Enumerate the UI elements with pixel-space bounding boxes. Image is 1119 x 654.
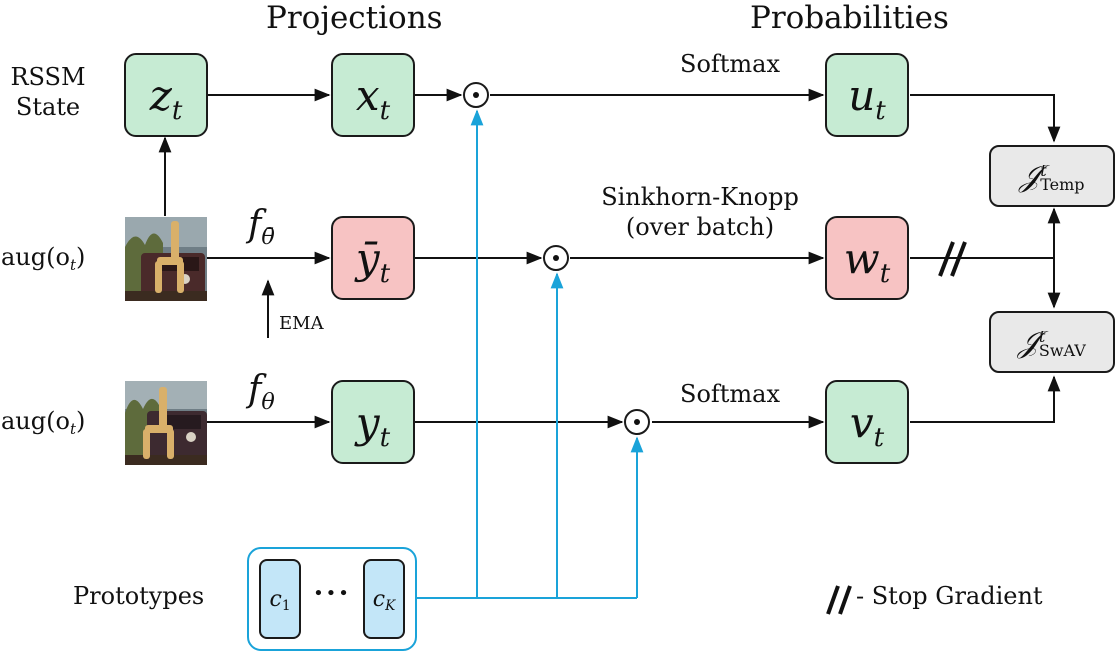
loss-swav-base: 𝒥	[1018, 324, 1039, 360]
node-x-symbol: xt	[355, 70, 390, 126]
node-x-base: x	[355, 70, 380, 120]
prototype-cK: cK	[363, 559, 405, 639]
loss-temp-base: 𝒥	[1019, 158, 1041, 194]
node-x-sub: t	[379, 95, 391, 126]
node-y-bar-base: ȳ	[355, 233, 380, 283]
rssm-line1: RSSM	[10, 63, 86, 91]
node-y-bar-sub: t	[379, 258, 391, 289]
node-y-bar-symbol: ȳt	[355, 233, 390, 289]
sinkhorn-line1: Sinkhorn-Knopp	[601, 183, 799, 211]
stop-gradient-mark-a	[938, 241, 955, 277]
node-v-symbol: vt	[849, 397, 884, 453]
rssm-state-label: RSSM State	[5, 62, 91, 122]
odot-row3	[624, 409, 650, 435]
node-y-bar: ȳt	[331, 216, 415, 300]
node-z-sub: t	[171, 95, 183, 126]
node-v-sub: t	[873, 422, 885, 453]
header-probabilities: Probabilities	[750, 0, 949, 36]
prototype-cK-base: c	[372, 586, 386, 612]
encoder-sub: θ̄	[261, 223, 275, 250]
prototype-c1-sub: 1	[281, 598, 291, 615]
sinkhorn-line2: (over batch)	[625, 213, 775, 241]
node-u: ut	[825, 53, 909, 137]
prototype-cK-sub: K	[385, 598, 396, 615]
encoder-sub: θ	[261, 388, 275, 415]
softmax-label-row3: Softmax	[680, 380, 781, 408]
encoder-base: f	[248, 204, 262, 245]
node-u-sub: t	[875, 95, 886, 126]
arrow-u-to-jtemp	[910, 94, 1061, 143]
sinkhorn-label: Sinkhorn-Knopp (over batch)	[570, 182, 830, 242]
legend-stop-gradient-b	[838, 585, 852, 615]
prototype-c1-base: c	[269, 586, 282, 612]
prototypes-container: c1 ••• cK	[247, 547, 417, 651]
observation-image-online	[125, 381, 207, 465]
aug-sub-wrap: t	[69, 407, 76, 439]
prototypes-label: Prototypes	[73, 582, 205, 610]
node-y: yt	[331, 380, 415, 464]
observation-image-target	[125, 217, 207, 301]
node-w-symbol: wt	[843, 233, 890, 289]
arrow-v-to-jswav	[910, 375, 1061, 423]
node-z: zt	[124, 53, 208, 137]
node-w-base: w	[843, 233, 880, 283]
prototype-c1: c1	[259, 559, 301, 639]
loss-swav-sup: t	[1038, 326, 1046, 346]
aug-close: )	[75, 407, 86, 435]
node-u-base: u	[848, 70, 876, 120]
node-y-base: y	[355, 397, 380, 447]
loss-swav-sub: SwAV	[1038, 340, 1086, 360]
prototype-c1-symbol: c1	[269, 586, 291, 615]
stop-gradient-legend-label: - Stop Gradient	[856, 582, 1043, 610]
node-v: vt	[825, 380, 909, 464]
aug-text: aug(o	[1, 243, 70, 271]
aug-sub: t	[69, 256, 76, 275]
ema-label: EMA	[279, 313, 324, 334]
encoder-base: f	[248, 369, 262, 410]
online-encoder-label: fθ	[248, 369, 275, 415]
aug-obs-label-online: aug(ot)	[1, 407, 86, 439]
aug-sub: t	[69, 420, 76, 439]
aug-close: )	[75, 243, 86, 271]
node-z-base: z	[149, 70, 172, 120]
header-projections: Projections	[266, 0, 443, 36]
node-y-symbol: yt	[355, 397, 390, 453]
prototype-cK-symbol: cK	[372, 586, 396, 615]
node-z-symbol: zt	[149, 70, 183, 126]
odot-row2	[543, 245, 569, 271]
node-x: xt	[331, 53, 415, 137]
stop-gradient-mark-b	[950, 241, 967, 277]
aug-obs-label-target: aug(ot)	[1, 243, 86, 275]
prototype-ellipsis: •••	[313, 583, 351, 604]
odot-row1	[463, 82, 489, 108]
aug-sub-wrap: t	[69, 243, 76, 275]
node-v-base: v	[849, 397, 874, 447]
node-u-symbol: ut	[848, 70, 886, 126]
target-encoder-label: fθ̄	[248, 204, 275, 250]
node-w: wt	[825, 216, 909, 300]
legend-stop-gradient-a	[826, 585, 840, 615]
loss-temp-sub: Temp	[1040, 174, 1085, 194]
aug-text: aug(o	[1, 407, 70, 435]
node-w-sub: t	[879, 258, 891, 289]
softmax-label-row1: Softmax	[680, 50, 781, 78]
loss-temp-sup: t	[1040, 160, 1047, 180]
rssm-line2: State	[15, 93, 81, 121]
node-y-sub: t	[379, 422, 391, 453]
